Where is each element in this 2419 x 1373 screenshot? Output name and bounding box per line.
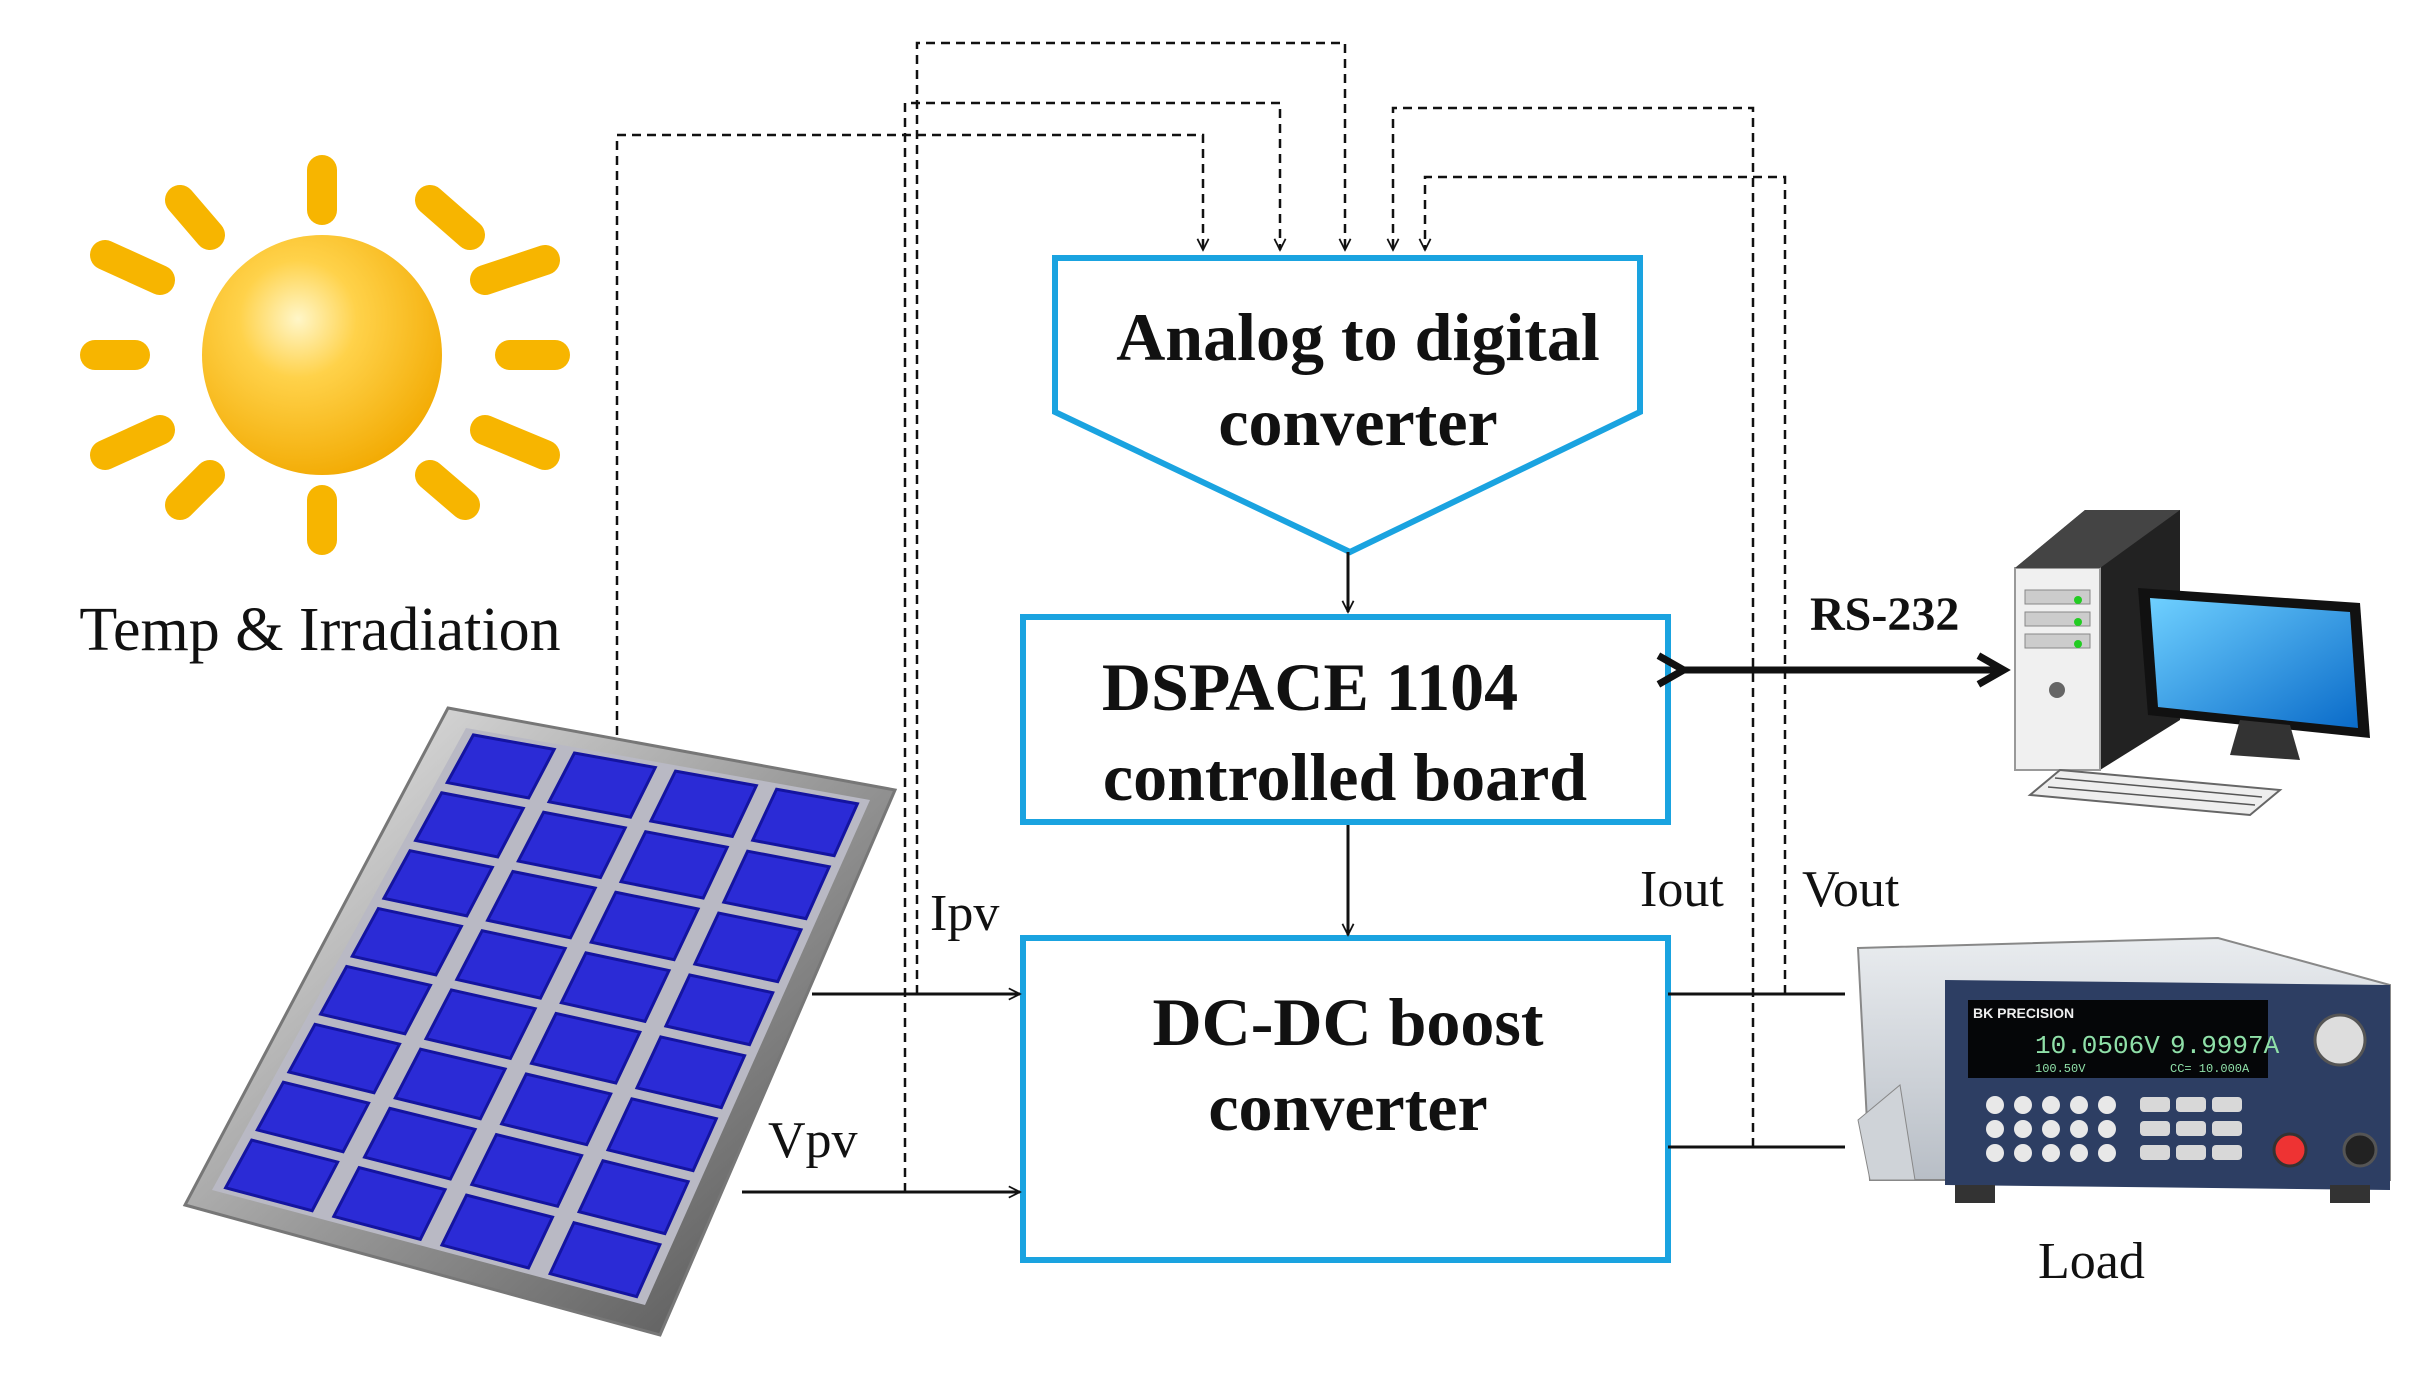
solar-cell [318, 964, 433, 1036]
adc-label-line2: converter [1218, 384, 1497, 460]
adc-label-line1: Analog to digital [1116, 299, 1600, 375]
signal-lines [742, 552, 1845, 1192]
solar-cell [331, 1165, 448, 1242]
load-brand: BK PRECISION [1973, 1005, 2074, 1021]
load-key [2070, 1144, 2088, 1162]
solar-cell [546, 751, 658, 819]
vout-label: Vout [1802, 861, 1900, 918]
load-function-key [2140, 1121, 2170, 1136]
solar-cell [255, 1080, 371, 1154]
dspace-label-line2: controlled board [1103, 739, 1587, 815]
load-function-key [2212, 1097, 2242, 1112]
boost-label-line1: DC-DC boost [1153, 984, 1544, 1060]
load-key [2042, 1144, 2060, 1162]
panel-cells [223, 733, 860, 1299]
boost-label-line2: converter [1208, 1069, 1487, 1145]
vpv-label: Vpv [768, 1112, 858, 1169]
load-current: 9.9997A [2170, 1031, 2280, 1061]
load-sub-current: CC= 10.000A [2170, 1062, 2250, 1076]
load-key [2042, 1096, 2060, 1114]
load-label: Load [2038, 1233, 2145, 1290]
load-key [2070, 1120, 2088, 1138]
solar-cell [576, 1158, 691, 1236]
load-key [2042, 1120, 2060, 1138]
solar-cell [349, 906, 464, 977]
load-function-key [2212, 1121, 2242, 1136]
solar-cell [393, 1047, 508, 1121]
load-voltage: 10.0506V [2035, 1031, 2160, 1061]
vout-sense-line [1425, 175, 1787, 994]
load-key [2014, 1096, 2032, 1114]
solar-cell [692, 911, 804, 984]
solar-cell [634, 1035, 747, 1110]
ipv-label: Ipv [930, 885, 999, 942]
solar-panel-icon [182, 706, 898, 1337]
solar-cell [286, 1022, 402, 1095]
adc-block: Analog to digital converter [1052, 255, 1643, 556]
solar-cell [485, 869, 598, 940]
solar-cell [444, 733, 557, 800]
computer-icon [2014, 510, 2370, 817]
load-key [2070, 1096, 2088, 1114]
rs232-label: RS-232 [1810, 588, 1959, 641]
solar-cell [423, 988, 538, 1061]
load-key [2014, 1120, 2032, 1138]
boost-block: DC-DC boost converter [1020, 935, 1671, 1263]
load-key [2014, 1144, 2032, 1162]
solar-cell [413, 791, 526, 859]
sun-icon [80, 155, 570, 555]
load-key [2098, 1120, 2116, 1138]
load-function-key [2176, 1121, 2206, 1136]
load-sub-voltage: 100.50V [2035, 1062, 2086, 1076]
solar-cell [618, 830, 730, 900]
load-function-key [2176, 1097, 2206, 1112]
temp-sensor-line [615, 133, 1203, 735]
solar-cell [588, 890, 701, 962]
load-key [2098, 1144, 2116, 1162]
solar-cell [223, 1138, 340, 1213]
load-key [1986, 1096, 2004, 1114]
feedback-lines [615, 41, 1787, 1192]
iout-sense-line [1393, 106, 1755, 1147]
electronic-load-icon: BK PRECISION 10.0506V 9.9997A 100.50V CC… [1856, 936, 2391, 1203]
load-key [1986, 1120, 2004, 1138]
solar-cell [499, 1072, 613, 1147]
dspace-label-line1: DSPACE 1104 [1102, 649, 1518, 725]
solar-cell [721, 849, 832, 921]
iout-label: Iout [1640, 861, 1724, 918]
load-key [2098, 1096, 2116, 1114]
solar-cell [381, 848, 495, 918]
vpv-sense-line [903, 101, 1280, 1192]
solar-cell [750, 787, 860, 858]
solar-cell [454, 928, 568, 1000]
load-function-key [2212, 1145, 2242, 1160]
load-keypad [1986, 1096, 2242, 1162]
solar-cell [529, 1011, 643, 1085]
sun-label: Temp & Irradiation [79, 596, 560, 664]
load-function-key [2140, 1145, 2170, 1160]
solar-cell [548, 1220, 663, 1299]
solar-cell [648, 769, 759, 839]
load-function-key [2176, 1145, 2206, 1160]
solar-cell [469, 1132, 584, 1209]
load-function-key [2140, 1097, 2170, 1112]
dspace-block: DSPACE 1104 controlled board [1020, 614, 1671, 825]
solar-cell [559, 951, 672, 1024]
solar-cell [516, 810, 628, 880]
solar-cell [362, 1106, 478, 1181]
solar-cell [439, 1193, 555, 1270]
load-key [1986, 1144, 2004, 1162]
solar-cell [663, 973, 775, 1047]
solar-cell [605, 1097, 719, 1173]
